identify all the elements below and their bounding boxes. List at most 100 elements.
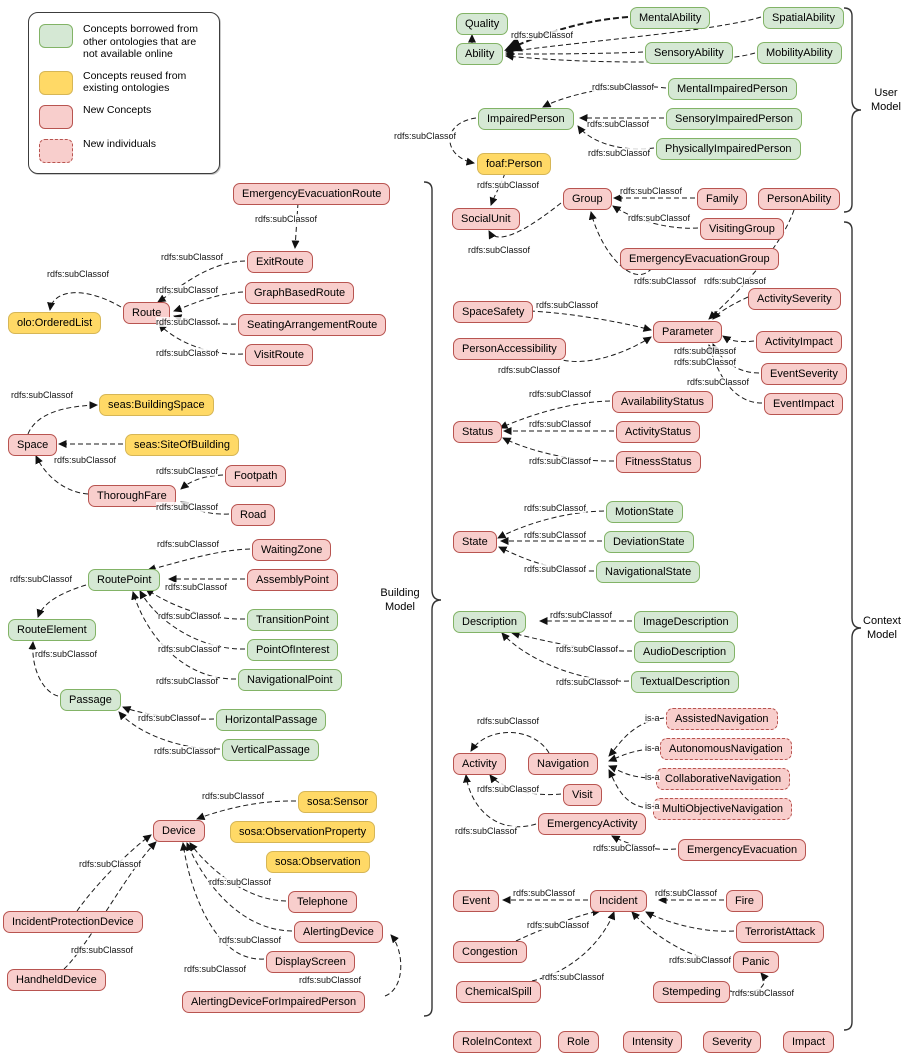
edge-label-rdfs-subclassof: rdfs:subClassof — [634, 276, 697, 286]
edge-label-rdfs-subclassof: rdfs:subClassof — [219, 935, 282, 945]
legend-text-new-individuals: New individuals — [83, 137, 156, 150]
edge-label-rdfs-subclassof: rdfs:subClassof — [394, 131, 457, 141]
edge-label-rdfs-subclassof: rdfs:subClassof — [11, 390, 74, 400]
context-model-brace — [843, 221, 862, 1031]
node-seatingarrangementroute: SeatingArrangementRoute — [238, 314, 387, 336]
legend-swatch-new-individuals — [39, 138, 73, 163]
edge-rdfs-subclassof — [47, 292, 122, 311]
node-telephone: Telephone — [288, 891, 357, 913]
edge-rdfs-subclassof — [196, 800, 297, 821]
node-autonomousnavigation: AutonomousNavigation — [660, 738, 792, 760]
node-impact: Impact — [783, 1031, 835, 1053]
edge-label-rdfs-subclassof: rdfs:subClassof — [550, 610, 613, 620]
edge-label-rdfs-subclassof: rdfs:subClassof — [79, 859, 142, 869]
edge-label-rdfs-subclassof: rdfs:subClassof — [54, 455, 117, 465]
edge-rdfs-subclassof — [27, 401, 98, 435]
edge-rdfs-subclassof — [186, 842, 293, 932]
node-audiodescription: AudioDescription — [634, 641, 736, 663]
edge-rdfs-subclassof — [28, 641, 59, 697]
edge-rdfs-subclassof — [76, 834, 152, 912]
node-emergencyevacuationroute: EmergencyEvacuationRoute — [233, 183, 391, 205]
edge-label-rdfs-subclassof: rdfs:subClassof — [588, 148, 651, 158]
edge-label-rdfs-subclassof: rdfs:subClassof — [468, 245, 531, 255]
edge-label-is-a: is-a — [645, 801, 660, 811]
edge-label-rdfs-subclassof: rdfs:subClassof — [161, 252, 224, 262]
edge-label-rdfs-subclassof: rdfs:subClassof — [529, 389, 592, 399]
node-mobilityability: MobilityAbility — [757, 42, 842, 64]
node-personaccessibility: PersonAccessibility — [453, 338, 566, 360]
node-activity: Activity — [453, 753, 506, 775]
edge-label-rdfs-subclassof: rdfs:subClassof — [513, 888, 576, 898]
node-sosa-observation: sosa:Observation — [266, 851, 370, 873]
edge-label-rdfs-subclassof: rdfs:subClassof — [704, 276, 767, 286]
node-sosa-observationproperty: sosa:ObservationProperty — [230, 821, 376, 843]
node-roleincontext: RoleInContext — [453, 1031, 541, 1053]
node-impairedperson: ImpairedPerson — [478, 108, 574, 130]
edge-rdfs-subclassof — [631, 911, 732, 962]
edge-rdfs-subclassof — [555, 336, 652, 362]
edge-rdfs-subclassof — [139, 590, 246, 650]
edge-label-rdfs-subclassof: rdfs:subClassof — [35, 649, 98, 659]
node-emergencyevacuationgroup: EmergencyEvacuationGroup — [620, 248, 779, 270]
node-activityseverity: ActivitySeverity — [748, 288, 841, 310]
edge-label-rdfs-subclassof: rdfs:subClassof — [202, 791, 265, 801]
edge-rdfs-subclassof — [158, 323, 244, 355]
edge-label-rdfs-subclassof: rdfs:subClassof — [455, 826, 518, 836]
edge-label-rdfs-subclassof: rdfs:subClassof — [655, 888, 718, 898]
node-severity: Severity — [703, 1031, 761, 1053]
edge-label-rdfs-subclassof: rdfs:subClassof — [556, 677, 619, 687]
edge-rdfs-subclassof — [384, 934, 402, 997]
node-navigation: Navigation — [528, 753, 598, 775]
node-mentalability: MentalAbility — [630, 7, 711, 29]
node-visitinggroup: VisitingGroup — [700, 218, 784, 240]
edge-rdfs-subclassof — [529, 310, 652, 332]
user-model-brace — [843, 7, 862, 213]
node-emergencyactivity: EmergencyActivity — [538, 813, 647, 835]
edge-rdfs-subclassof — [63, 841, 157, 970]
edge-label-rdfs-subclassof: rdfs:subClassof — [156, 285, 219, 295]
edge-is-a — [608, 747, 659, 762]
user-model-label: User Model — [871, 87, 901, 113]
node-availabilitystatus: AvailabilityStatus — [612, 391, 713, 413]
node-fire: Fire — [726, 890, 763, 912]
edge-is-a — [608, 765, 655, 779]
node-footpath: Footpath — [225, 465, 287, 487]
edge-rdfs-subclassof — [131, 591, 237, 680]
edge-label-rdfs-subclassof: rdfs:subClassof — [156, 466, 219, 476]
node-state: State — [453, 531, 497, 553]
edge-label-rdfs-subclassof: rdfs:subClassof — [10, 574, 73, 584]
edge-label-rdfs-subclassof: rdfs:subClassof — [536, 300, 599, 310]
edge-label-rdfs-subclassof: rdfs:subClassof — [156, 502, 219, 512]
edge-label-rdfs-subclassof: rdfs:subClassof — [157, 539, 220, 549]
node-alertingdevice: AlertingDevice — [294, 921, 383, 943]
edge-label-rdfs-subclassof: rdfs:subClassof — [674, 357, 737, 367]
legend-row-reused: Concepts reused from existing ontologies — [39, 70, 211, 95]
edge-line — [645, 911, 735, 932]
legend-text-borrowed-concepts: Concepts borrowed from other ontologies … — [83, 23, 198, 60]
node-sensoryability: SensoryAbility — [645, 42, 733, 64]
edge-rdfs-subclassof — [157, 260, 246, 303]
node-event: Event — [453, 890, 500, 912]
legend-swatch-new-concepts — [39, 104, 73, 129]
node-assemblypoint: AssemblyPoint — [247, 569, 338, 591]
node-group: Group — [563, 188, 612, 210]
context-model-label: Context Model — [863, 615, 901, 641]
node-incidentprotectiondevice: IncidentProtectionDevice — [3, 911, 143, 933]
legend-row-new-concepts: New Concepts — [39, 104, 211, 129]
edge-label-is-a: is-a — [645, 743, 660, 753]
edge-label-rdfs-subclassof: rdfs:subClassof — [158, 644, 221, 654]
edge-label-rdfs-subclassof: rdfs:subClassof — [620, 186, 683, 196]
edge-line — [505, 49, 644, 58]
building-model-label: Building Model — [380, 587, 420, 613]
edge-rdfs-subclassof — [449, 117, 477, 166]
node-handhelddevice: HandheldDevice — [7, 969, 106, 991]
edge-rdfs-subclassof — [291, 202, 300, 249]
node-collaborativenavigation: CollaborativeNavigation — [656, 768, 791, 790]
node-mentalimpairedperson: MentalImpairedPerson — [668, 78, 797, 100]
node-stempeding: Stempeding — [653, 981, 730, 1003]
node-thoroughfare: ThoroughFare — [88, 485, 176, 507]
node-transitionpoint: TransitionPoint — [247, 609, 338, 631]
node-socialunit: SocialUnit — [452, 208, 520, 230]
edge-label-rdfs-subclassof: rdfs:subClassof — [524, 503, 587, 513]
